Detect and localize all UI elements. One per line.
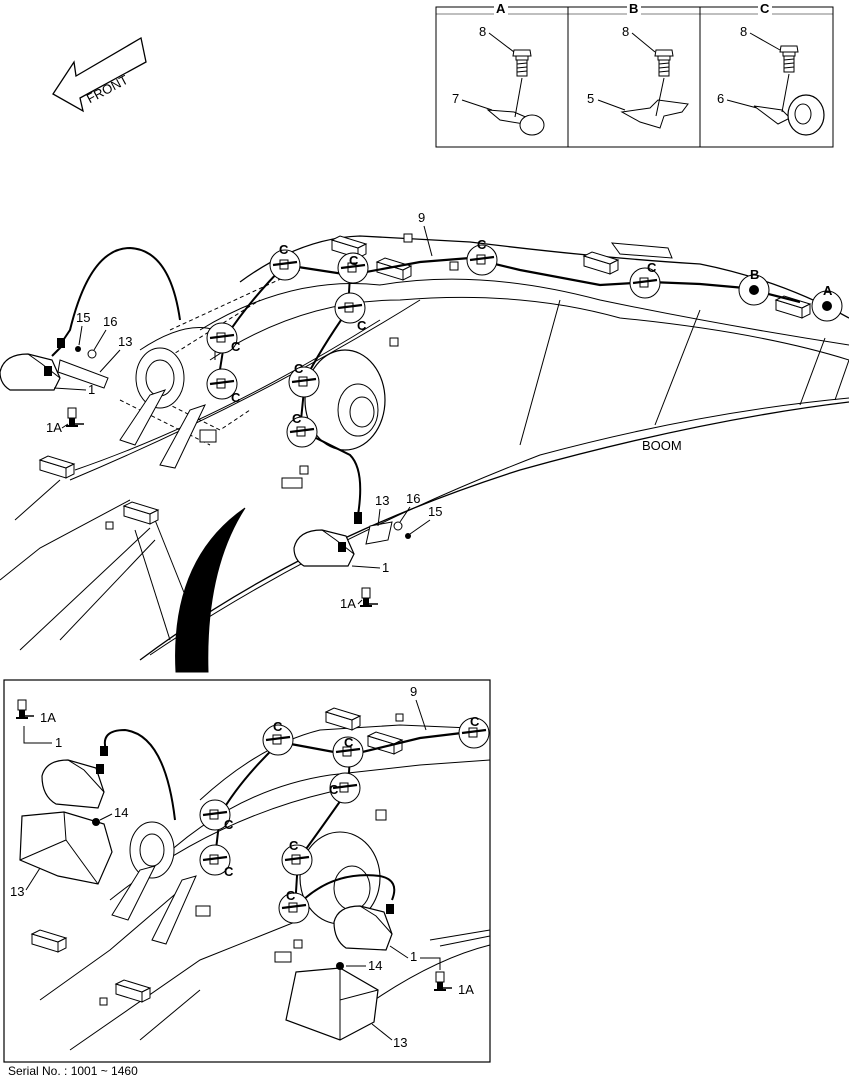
- washer-number: 16: [103, 314, 117, 329]
- lamp-number: 1: [88, 382, 95, 397]
- bracket-number: 13: [10, 884, 24, 899]
- lamp-number: 1: [410, 949, 417, 964]
- clamp-callouts: C C C C C C C C C B A: [205, 237, 843, 449]
- front-arrow: FRONT: [52, 36, 147, 113]
- serial-number: Serial No. : 1001 ~ 1460: [8, 1064, 138, 1078]
- nut-number: 14: [368, 958, 382, 973]
- clamp-c-label: C: [647, 260, 657, 275]
- clamp-c-label: C: [357, 318, 367, 333]
- clamp-c-label: C: [349, 253, 359, 268]
- clamp-c-label: C: [292, 411, 302, 426]
- detail-a-letter: A: [496, 1, 506, 16]
- clamp-c-label: C: [231, 339, 241, 354]
- clamp-a-label: A: [823, 283, 833, 298]
- detail-c-bolt-number: 8: [740, 24, 747, 39]
- bulb-number: 1A: [458, 982, 474, 997]
- clamp-c-label: C: [470, 714, 480, 729]
- left-lamp-assembly: 15 16 13 1 1A: [0, 310, 132, 435]
- screw-number: 15: [76, 310, 90, 325]
- wire-harness-number: 9: [418, 210, 425, 225]
- bulb-number: 1A: [40, 710, 56, 725]
- clamp-c-label: C: [477, 237, 487, 252]
- clamp-c-label: C: [273, 719, 283, 734]
- washer-number: 16: [406, 491, 420, 506]
- bracket-number: 13: [118, 334, 132, 349]
- detail-c-letter: C: [760, 1, 770, 16]
- bracket-number: 13: [375, 493, 389, 508]
- detail-a-part-number: 7: [452, 91, 459, 106]
- detail-b-letter: B: [629, 1, 638, 16]
- clamp-b-label: B: [750, 267, 759, 282]
- bulb-number: 1A: [46, 420, 62, 435]
- clamp-c-label: C: [224, 817, 234, 832]
- inset-alt-config: C C C C C C C C 9 1A 1 14 13 1 1A: [3, 679, 491, 1063]
- clamp-c-label: C: [344, 735, 354, 750]
- nut-number: 14: [114, 805, 128, 820]
- clamp-c-label: C: [224, 864, 234, 879]
- bulb-icon: [359, 587, 379, 607]
- clamp-c-label: C: [279, 242, 289, 257]
- screw-number: 15: [428, 504, 442, 519]
- wire-harness-number: 9: [410, 684, 417, 699]
- lamp-number: 1: [382, 560, 389, 575]
- clamp-c-label: C: [294, 361, 304, 376]
- bulb-icon: [65, 407, 85, 427]
- bulb-number: 1A: [340, 596, 356, 611]
- detail-panels: A B C 8 7 8 5 8 6: [435, 1, 834, 148]
- boom-label: BOOM: [642, 438, 682, 453]
- bracket-number: 13: [393, 1035, 407, 1050]
- detail-b-part-number: 5: [587, 91, 594, 106]
- lamp-number: 1: [55, 735, 62, 750]
- detail-c-part-number: 6: [717, 91, 724, 106]
- clamp-c-label: C: [286, 888, 296, 903]
- right-lamp-assembly: 13 16 15 1 1A: [293, 491, 442, 611]
- clamp-c-label: C: [289, 838, 299, 853]
- detail-b-bolt-number: 8: [622, 24, 629, 39]
- boom-illustration: [0, 233, 849, 673]
- clamp-c-label: C: [231, 390, 241, 405]
- detail-a-bolt-number: 8: [479, 24, 486, 39]
- clamp-c-label: C: [329, 782, 339, 797]
